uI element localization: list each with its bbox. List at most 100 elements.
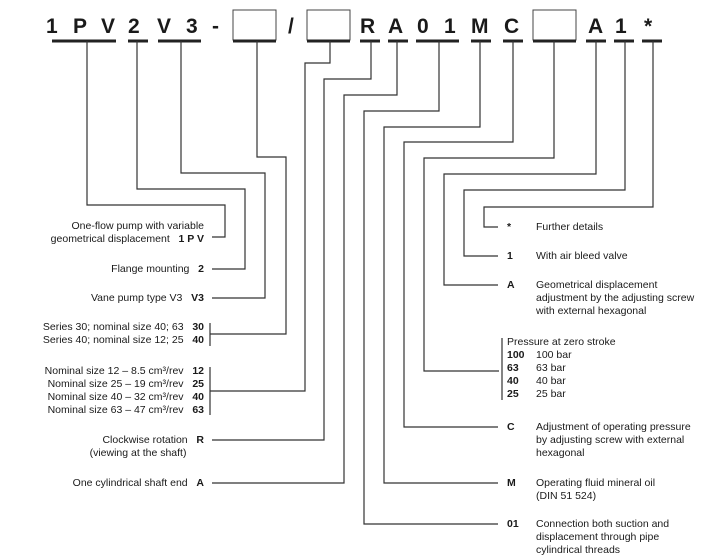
code-char-0: 0 (417, 15, 429, 38)
connector-m (383, 41, 498, 484)
code-char-star: * (644, 15, 653, 38)
code-char-c: C (504, 15, 519, 38)
label-nominal-size: Nominal size 12 – 8.5 cm³/rev 12 Nominal… (45, 365, 204, 417)
label-vane: Vane pump type V3 V3 (91, 292, 204, 305)
label-shaft-text: One cylindrical shaft end (72, 477, 188, 489)
code-char-v3-v: V (157, 15, 171, 38)
label-series: Series 30; nominal size 40; 63 30 Series… (43, 321, 204, 347)
code-40: 40 (192, 334, 204, 346)
code-char-3: 3 (186, 15, 198, 38)
series-30-text: Series 30; nominal size 40; 63 (42, 321, 184, 333)
connector-1b (463, 41, 626, 257)
code-30: 30 (192, 321, 204, 333)
pressure-40-text: 40 bar (536, 375, 566, 387)
connector-r (212, 41, 372, 441)
size-12-text: Nominal size 12 – 8.5 cm³/rev (44, 365, 184, 377)
code-100: 100 (507, 349, 525, 361)
label-rotation: Clockwise rotation R (viewing at the sha… (90, 434, 204, 460)
label-connection: Connection both suction and displacement… (536, 518, 669, 557)
code-box-size (306, 9, 351, 41)
label-geo-line3: with external hexagonal (536, 305, 647, 317)
label-pressure-title: Pressure at zero stroke (507, 336, 616, 348)
code-2: 2 (198, 263, 204, 275)
label-conn-line1: Connection both suction and (536, 518, 670, 530)
code-char-2: 2 (128, 15, 140, 38)
label-pump-type-line1: One-flow pump with variable (71, 220, 204, 232)
connector-star (483, 41, 654, 228)
code-star: * (507, 221, 512, 233)
label-fluid-line2: (DIN 51 524) (536, 490, 597, 502)
label-further-text: Further details (536, 221, 604, 233)
label-vane-text: Vane pump type V3 (90, 292, 183, 304)
connector-a2 (443, 41, 597, 286)
label-conn-line2: displacement through pipe (536, 531, 660, 543)
code-char-r: R (360, 15, 375, 38)
code-a-geo: A (507, 279, 515, 291)
size-25-text: Nominal size 25 – 19 cm³/rev (47, 378, 184, 390)
pressure-100-text: 100 bar (536, 349, 572, 361)
code-char-a2: A (588, 15, 603, 38)
connector-lines (86, 41, 654, 525)
pressure-25-text: 25 bar (536, 388, 566, 400)
connector-01 (363, 41, 498, 525)
code-char-a: A (388, 15, 403, 38)
code-char-1b: 1 (615, 15, 627, 38)
code-r: R (196, 434, 204, 446)
label-pressure: Pressure at zero stroke 100 100 bar 63 63 … (507, 336, 616, 401)
code-char-dash: - (212, 15, 219, 38)
label-geo-adjust: Geometrical displacement adjustment by t… (536, 279, 694, 318)
label-conn-line3: cylindrical threads (536, 544, 621, 556)
label-shaft: One cylindrical shaft end A (73, 477, 204, 490)
label-pump-type-line2: geometrical displacement (50, 233, 170, 245)
code-char-slash: / (288, 15, 294, 38)
label-op-line1: Adjustment of operating pressure (536, 421, 691, 433)
label-flange-text: Flange mounting (111, 263, 190, 275)
label-flange: Flange mounting 2 (111, 263, 204, 276)
connector-1pv (86, 41, 226, 238)
label-pump-type: One-flow pump with variable geometrical … (51, 220, 204, 246)
code-v3: V3 (191, 292, 204, 304)
size-40-text: Nominal size 40 – 32 cm³/rev (47, 391, 184, 403)
connector-pressure (423, 41, 555, 372)
code-12: 12 (192, 365, 204, 377)
connector-size (210, 41, 331, 392)
code-p63: 63 (507, 362, 519, 374)
label-op-line2: by adjusting screw with external (536, 434, 685, 446)
code-char-p: P (73, 15, 87, 38)
code-25: 25 (192, 378, 204, 390)
code-63: 63 (192, 404, 204, 416)
label-air-bleed-text: With air bleed valve (536, 250, 628, 262)
label-rotation-line1: Clockwise rotation (102, 434, 188, 446)
code-box-pressure (532, 9, 577, 41)
label-op-pressure: Adjustment of operating pressure by adju… (536, 421, 691, 460)
connector-series (210, 41, 287, 335)
brackets (209, 323, 503, 415)
model-code: 1 P V 2 V 3 - / R A 0 1 M C A 1 * (46, 9, 653, 41)
connector-v3 (180, 41, 266, 299)
code-char-1: 1 (46, 15, 58, 38)
code-1: 1 (507, 250, 513, 262)
pressure-63-text: 63 bar (536, 362, 566, 374)
code-size-40: 40 (192, 391, 204, 403)
code-a: A (196, 477, 204, 489)
size-63-text: Nominal size 63 – 47 cm³/rev (47, 404, 184, 416)
code-char-v: V (101, 15, 115, 38)
code-1pv: 1 P V (178, 233, 205, 245)
code-p40: 40 (507, 375, 519, 387)
label-rotation-line2: (viewing at the shaft) (89, 447, 187, 459)
label-further: Further details (536, 221, 603, 234)
connector-2 (136, 41, 246, 270)
label-air-bleed: With air bleed valve (536, 250, 628, 263)
label-fluid-line1: Operating fluid mineral oil (536, 477, 656, 489)
code-char-01-1: 1 (444, 15, 456, 38)
connector-c (403, 41, 514, 428)
label-fluid: Operating fluid mineral oil (DIN 51 524) (536, 477, 655, 503)
code-char-m: M (471, 15, 489, 38)
code-box-series (232, 9, 277, 41)
code-01: 01 (507, 518, 519, 530)
label-geo-line1: Geometrical displacement (536, 279, 658, 291)
code-c: C (507, 421, 515, 433)
label-geo-line2: adjustment by the adjusting screw (536, 292, 695, 304)
series-40-text: Series 40; nominal size 12; 25 (42, 334, 184, 346)
connector-a (212, 41, 398, 484)
